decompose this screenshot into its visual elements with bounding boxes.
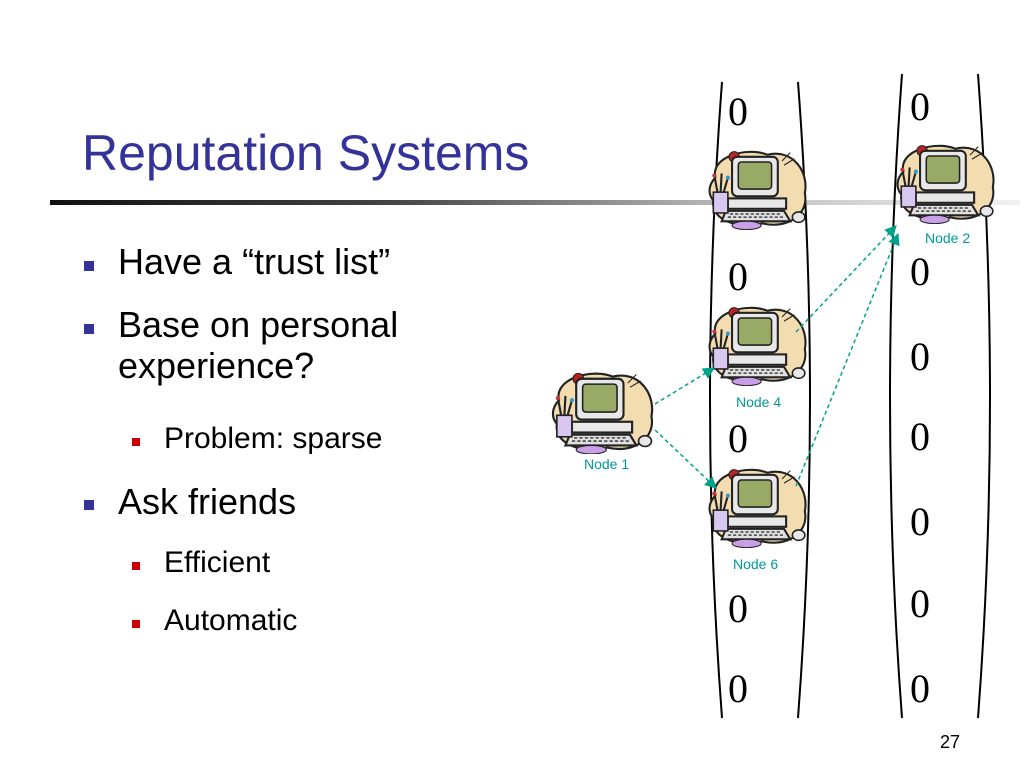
right-vector-bracket-open <box>889 73 903 719</box>
computer-icon <box>551 372 654 454</box>
bullet-ask-friends: Ask friends <box>118 481 297 522</box>
bullet-marker <box>84 324 94 334</box>
right-vector-entry: 0 <box>910 84 930 129</box>
trust-arrow <box>795 225 897 333</box>
sub-bullet-marker <box>132 438 140 446</box>
right-vector-entry: 0 <box>910 666 930 711</box>
left-vector-entry: 0 <box>728 416 748 461</box>
right-vector-entry: 0 <box>910 499 930 544</box>
slide-title: Reputation Systems <box>82 125 530 181</box>
sub-bullet-marker <box>132 620 140 628</box>
trust-arrow <box>795 232 900 487</box>
sub-bullet-automatic: Automatic <box>164 604 298 637</box>
node-label-6: Node 6 <box>733 556 778 572</box>
computer-icon <box>708 150 807 230</box>
computer-icon <box>708 468 807 548</box>
page-number: 27 <box>940 732 961 752</box>
computer-icon <box>708 306 807 386</box>
right-vector-entry: 0 <box>910 581 930 626</box>
bullet-marker <box>84 261 94 271</box>
title-divider <box>50 200 1020 205</box>
node-label-1: Node 1 <box>584 456 629 472</box>
sub-bullet-sparse: Problem: sparse <box>164 422 383 455</box>
bullet-personal-experience: Base on personal experience? <box>118 304 399 387</box>
left-vector-bracket-close <box>797 81 811 719</box>
left-vector-entry: 0 <box>728 666 748 711</box>
left-vector-entry: 0 <box>728 89 748 134</box>
trust-arrow <box>654 429 717 489</box>
left-vector-entry: 0 <box>728 254 748 299</box>
bullet-marker <box>84 500 94 510</box>
right-vector-entry: 0 <box>910 249 930 294</box>
left-vector-entry: 0 <box>728 586 748 631</box>
trust-arrow <box>654 367 716 405</box>
right-vector-entry: 0 <box>910 334 930 379</box>
right-vector-entry: 0 <box>910 414 930 459</box>
bullet-trust-list: Have a “trust list” <box>118 241 391 282</box>
sub-bullet-efficient: Efficient <box>164 546 271 579</box>
node-label-4: Node 4 <box>736 394 781 410</box>
sub-bullet-marker <box>132 562 140 570</box>
node-label-2: Node 2 <box>925 230 970 246</box>
computer-icon <box>896 144 995 224</box>
